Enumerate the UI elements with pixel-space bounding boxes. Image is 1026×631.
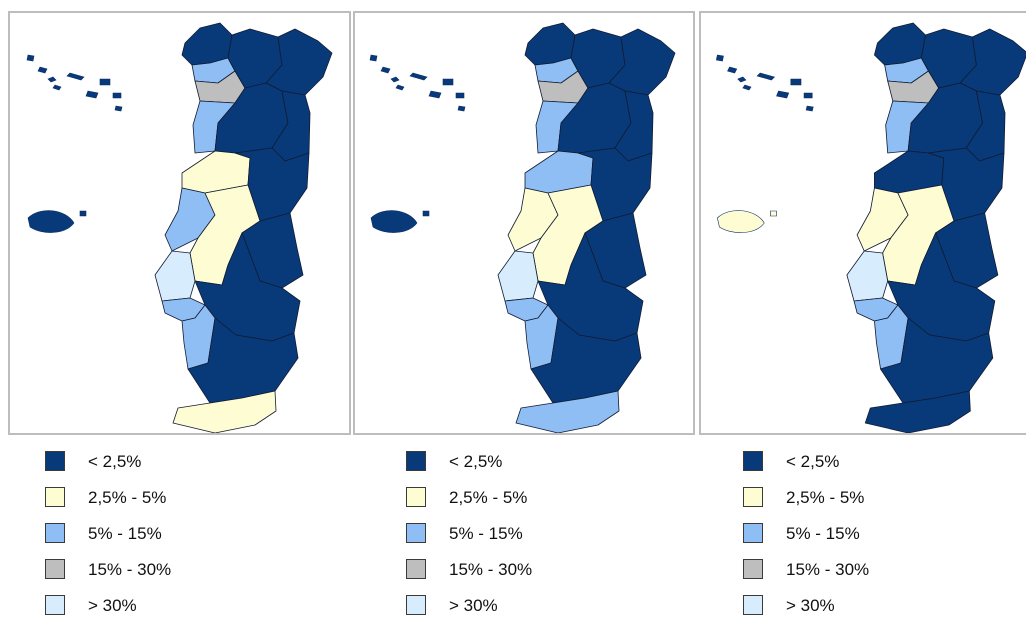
legend-swatch [45,487,65,507]
legend-swatch [743,523,763,543]
legend-swatch [743,487,763,507]
legend-swatch [45,595,65,615]
portugal-map-svg [26,22,333,433]
legend-label: > 30% [786,596,835,615]
legend-label: 2,5% - 5% [449,488,528,507]
madeira-islands [370,210,430,233]
azores-islands [26,54,123,112]
legend-3: < 2,5% 2,5% - 5% 5% - 15% 15% - 30% > 30% [743,451,983,631]
legend-swatch [743,451,763,471]
region-castelo-branco [234,147,310,222]
region-castelo-branco [577,147,653,222]
legend-label: 2,5% - 5% [88,488,167,507]
region-lisboa [846,250,889,302]
legend-1: < 2,5% 2,5% - 5% 5% - 15% 15% - 30% > 30% [45,451,285,631]
legend-item: > 30% [406,595,646,631]
legend-label: > 30% [449,596,498,615]
legend-item: < 2,5% [45,451,285,487]
legend-swatch [743,595,763,615]
legend-item: 5% - 15% [743,523,983,559]
region-algarve [172,390,277,433]
legend-label: > 30% [88,596,137,615]
legend-swatch [406,487,426,507]
legend-label: 5% - 15% [449,524,523,543]
legend-swatch [406,451,426,471]
region-tras-os-montes [608,28,676,96]
region-tras-os-montes [265,28,333,96]
portugal-map-svg [715,22,1026,433]
legend-label: 15% - 30% [449,560,533,579]
legend-swatch [406,523,426,543]
legend-item: 2,5% - 5% [406,487,646,523]
madeira-islands [27,210,87,233]
legend-label: 15% - 30% [88,560,172,579]
region-beja [880,317,994,404]
madeira-islands [717,210,777,233]
legend-item: > 30% [45,595,285,631]
region-beja [530,317,642,404]
legend-swatch [406,559,426,579]
legend-item: > 30% [743,595,983,631]
legend-swatch [45,451,65,471]
legend-label: 2,5% - 5% [786,488,865,507]
map-panel-2 [353,11,695,435]
legend-swatch [45,523,65,543]
region-lisboa [497,250,539,302]
legend-label: < 2,5% [88,452,142,471]
legend-item: 5% - 15% [406,523,646,559]
legend-2: < 2,5% 2,5% - 5% 5% - 15% 15% - 30% > 30% [406,451,646,631]
legend-item: < 2,5% [406,451,646,487]
legend-item: 5% - 15% [45,523,285,559]
legend-label: 5% - 15% [786,524,860,543]
legend-swatch [406,595,426,615]
legend-item: 15% - 30% [45,559,285,595]
legend-label: 5% - 15% [88,524,162,543]
region-beja [187,317,299,404]
region-castelo-branco [928,147,1005,222]
legend-item: < 2,5% [743,451,983,487]
azores-islands [715,54,814,112]
legend-swatch [45,559,65,579]
region-algarve [515,390,620,433]
region-tras-os-montes [959,28,1026,96]
azores-islands [369,54,466,112]
legend-item: 15% - 30% [406,559,646,595]
legend-item: 2,5% - 5% [45,487,285,523]
legend-item: 15% - 30% [743,559,983,595]
region-lisboa [154,250,196,302]
portugal-map-svg [369,22,676,433]
region-algarve [864,390,971,433]
map-panel-3 [699,11,1026,435]
legend-swatch [743,559,763,579]
legend-label: < 2,5% [786,452,840,471]
legend-label: 15% - 30% [786,560,870,579]
legend-label: < 2,5% [449,452,503,471]
legend-item: 2,5% - 5% [743,487,983,523]
map-panel-1 [8,11,351,435]
